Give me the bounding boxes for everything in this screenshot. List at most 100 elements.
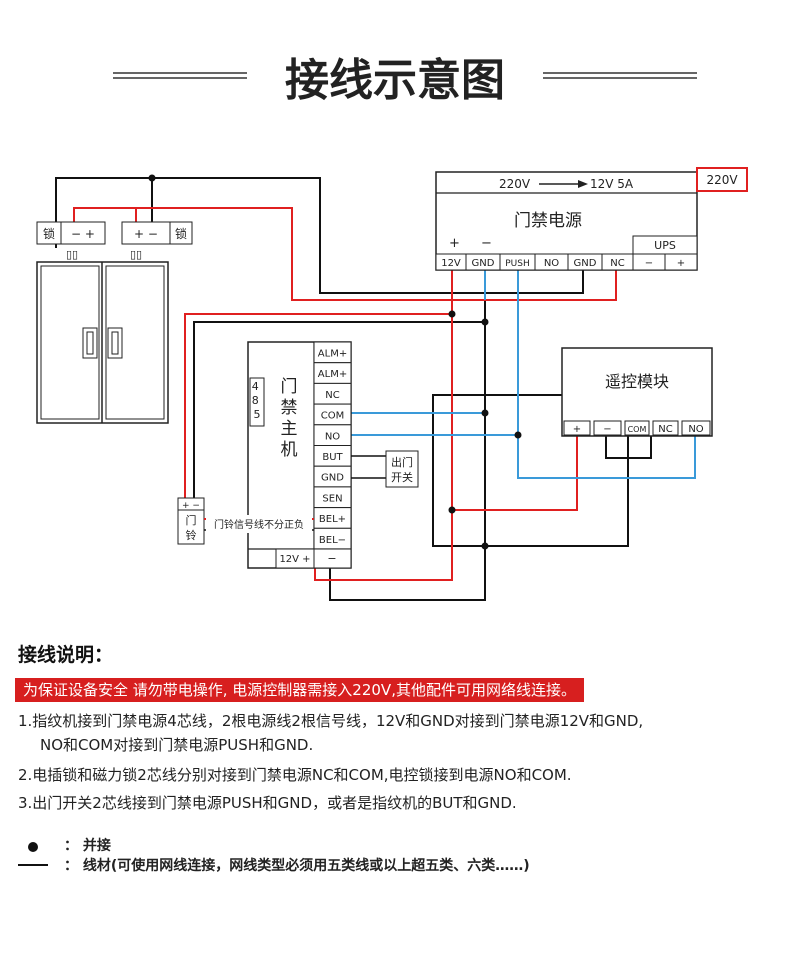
note-item-1-cont: NO和COM对接到门禁电源PUSH和GND. [40, 736, 314, 754]
controller-terminal-label: COM [321, 411, 344, 422]
wire-12v-red [314, 270, 453, 581]
junction-dot [514, 431, 522, 439]
exit-button-line1: 出门 [391, 455, 413, 469]
remote-terminal-label: NO [688, 424, 703, 435]
power-terminal-label: GND [574, 258, 597, 269]
controller-label-char: 机 [281, 440, 298, 460]
legend-wire: ： 线材(可使用网线连接，网线类型必须用五类线或以上超五类、六类……) [64, 855, 530, 875]
rs485-label: 4 8 5 [252, 380, 263, 421]
power-terminal-label: − [645, 258, 653, 269]
legend-line-colon: ： [64, 858, 78, 874]
host-power-minus: − [327, 552, 336, 565]
page-title: 接线示意图 [285, 55, 505, 106]
power-terminals: 12V GND PUSH NO GND NC − + [435, 253, 698, 271]
lock-magnet-right: ▯▯ [130, 248, 142, 261]
controller-terminal-label: BEL− [319, 535, 346, 546]
arrow-right-icon [578, 180, 588, 188]
remote-terminal-box [563, 420, 591, 436]
conversion-out: 12V 5A [590, 177, 634, 191]
doorbell-line2: 铃 [186, 528, 197, 542]
doorbell-note: 门铃信号线不分正负 [214, 518, 304, 531]
note-item-1: 1.指纹机接到门禁电源4芯线，2根电源线2根信号线，12V和GND对接到门禁电源… [18, 712, 644, 730]
power-supply: 220V 12V 5A 门禁电源 + − UPS 12V GND PUSH NO GND… [435, 171, 698, 271]
mains-input-label: 220V [706, 173, 738, 187]
wire-remote-bridge [605, 436, 652, 459]
note-item-3: 3.出门开关2芯线接到门禁电源PUSH和GND，或者是指纹机的BUT和GND. [18, 794, 517, 812]
junction-dot [448, 506, 456, 514]
controller-terminal-label: BUT [322, 452, 343, 463]
wire-lock-red [73, 207, 617, 301]
controller-terminal-label: NC [325, 390, 339, 401]
remote-terminal-box [624, 420, 650, 436]
legend-junction: ： 并接 [64, 835, 111, 855]
power-plus: + [449, 236, 460, 251]
power-terminal-box [664, 253, 698, 271]
remote-module: 遥控模块 + − COM NC NO [561, 347, 713, 437]
remote-terminal-label: − [603, 424, 611, 435]
remote-terminal-label: NC [658, 424, 672, 435]
doorbell-line1: 门 [186, 513, 197, 527]
wire-remote-plus [452, 436, 578, 511]
lock-right: + − 锁 [121, 221, 193, 245]
controller-terminal-label: BEL+ [319, 514, 346, 525]
remote-terminal-box [652, 420, 679, 436]
safety-warning: 为保证设备安全 请勿带电操作, 电源控制器需接入220V,其他配件可用网络线连接… [15, 678, 584, 702]
mains-input-tag [696, 167, 748, 192]
doorbell-polarity: + − [182, 501, 200, 511]
junction-dot [448, 310, 456, 318]
exit-button-line2: 开关 [391, 470, 413, 484]
controller-terminal-label: ALM+ [318, 349, 347, 360]
junction-dot [148, 174, 156, 182]
legend-dot-colon: ： [64, 838, 78, 854]
lock-left-polarity: − + [71, 227, 95, 241]
notes-heading: 接线说明： [18, 644, 114, 666]
wire-gnd-black [193, 321, 485, 498]
remote-terminal-box [593, 420, 622, 436]
power-terminal-label: GND [472, 258, 495, 269]
wire-push-blue [517, 270, 696, 479]
controller-terminal-label: GND [321, 473, 344, 484]
exit-button: 出门 开关 [385, 450, 419, 488]
power-minus: − [481, 236, 492, 251]
doorbell: + − 门 铃 门铃信号线不分正负 [177, 497, 314, 545]
remote-terminal-box [681, 420, 711, 436]
lock-left: 锁 − + [36, 221, 106, 245]
wire-bell-red [184, 313, 452, 498]
remote-terminals: + − COM NC NO [563, 420, 711, 436]
junction-dot [481, 318, 489, 326]
power-terminal-label: PUSH [505, 259, 530, 269]
lock-right-polarity: + − [134, 227, 158, 241]
ups-label: UPS [654, 239, 676, 252]
power-terminal-label: + [677, 258, 685, 269]
power-supply-label: 门禁电源 [514, 211, 582, 231]
double-door [36, 261, 169, 424]
junction-dot [481, 409, 489, 417]
legend-line-text: 线材(可使用网线连接，网线类型必须用五类线或以上超五类、六类……) [82, 858, 530, 874]
remote-module-label: 遥控模块 [605, 372, 669, 391]
controller-label-char: 禁 [281, 398, 298, 418]
legend-dot-text: 并接 [82, 838, 111, 854]
controller-terminal-label: ALM+ [318, 369, 347, 380]
legend-dot-icon [28, 842, 38, 852]
legend-line-icon [18, 864, 48, 866]
controller-terminal-label: SEN [322, 493, 342, 504]
power-terminal-label: NO [544, 258, 559, 269]
host-power-plus: 12V + [279, 554, 310, 565]
note-item-2: 2.电插锁和磁力锁2芯线分别对接到门禁电源NC和COM,电控锁接到电源NO和CO… [18, 766, 572, 784]
controller-label-char: 门 [281, 377, 298, 397]
controller-terminal-label: NO [325, 431, 340, 442]
lock-left-label: 锁 [43, 226, 55, 241]
conversion-in: 220V [499, 177, 531, 191]
remote-terminal-label: + [573, 424, 581, 435]
junction-dot [481, 542, 489, 550]
lock-right-label: 锁 [175, 226, 187, 241]
power-terminal-label: 12V [441, 258, 461, 269]
power-terminal-label: NC [610, 258, 624, 269]
controller-terminals: ALM+ ALM+ NC COM NO BUT GND SEN BEL+ BEL− [313, 341, 352, 550]
controller-label-char: 主 [281, 419, 298, 439]
remote-terminal-label: COM [628, 425, 647, 434]
lock-magnet-left: ▯▯ [66, 248, 78, 261]
